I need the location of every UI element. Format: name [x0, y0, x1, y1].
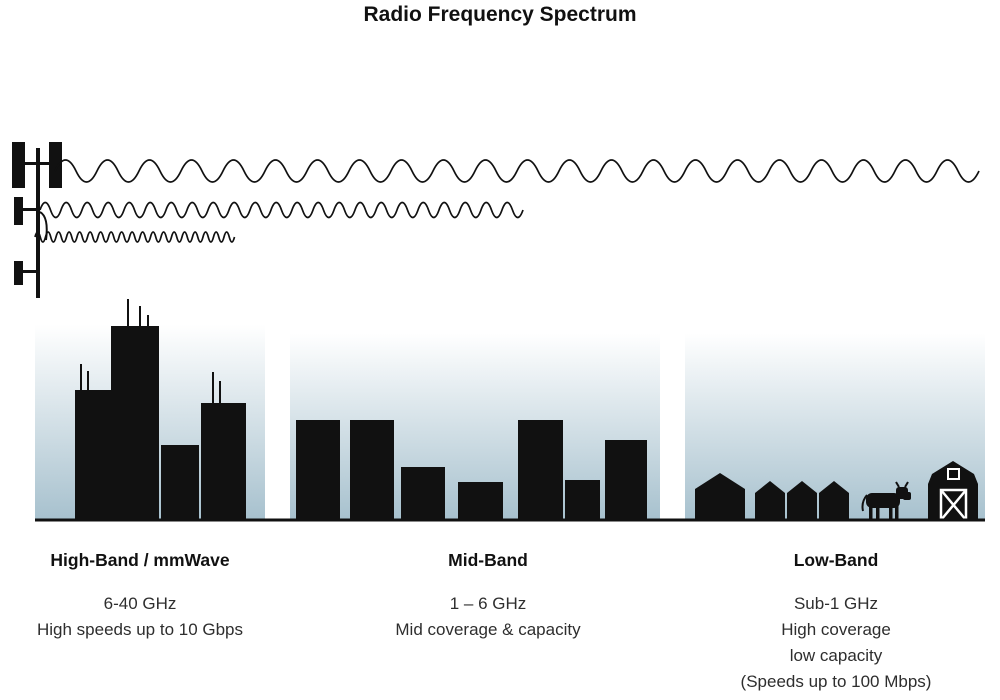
low-band-coverage: High coverage [781, 620, 891, 639]
high-band-description: High speeds up to 10 Gbps [36, 620, 244, 639]
high-frequency-wave-icon [34, 231, 236, 243]
spectrum-graphic [12, 142, 985, 522]
diagram-title: Radio Frequency Spectrum [363, 3, 637, 26]
high-band-frequency: 6-40 GHz [103, 594, 177, 613]
midrise-skyline-icon [296, 420, 647, 520]
high-band-label-group: High-Band / mmWave 6-40 GHz High speeds … [0, 550, 280, 643]
mid-band-frequency: 1 – 6 GHz [449, 594, 527, 613]
low-band-title: Low-Band [793, 550, 879, 570]
low-frequency-wave-icon [54, 159, 980, 183]
mid-frequency-wave-icon [39, 201, 524, 219]
low-band-label-group: Low-Band Sub-1 GHz High coverage low cap… [686, 550, 986, 695]
low-band-area [685, 308, 985, 522]
houses-icon [695, 473, 849, 520]
low-band-capacity: low capacity [789, 646, 883, 665]
mid-band-title: Mid-Band [448, 550, 528, 570]
mid-band-label-group: Mid-Band 1 – 6 GHz Mid coverage & capaci… [348, 550, 628, 643]
mid-band-area [290, 308, 660, 520]
cow-icon [861, 481, 911, 519]
radio-waves [34, 159, 980, 243]
mid-band-description: Mid coverage & capacity [395, 620, 581, 639]
high-band-title: High-Band / mmWave [50, 550, 230, 570]
barn-icon [928, 461, 978, 522]
low-band-speed: (Speeds up to 100 Mbps) [740, 672, 932, 691]
low-band-frequency: Sub-1 GHz [793, 594, 879, 613]
city-skyline-icon [75, 299, 246, 520]
high-band-area [35, 298, 265, 520]
